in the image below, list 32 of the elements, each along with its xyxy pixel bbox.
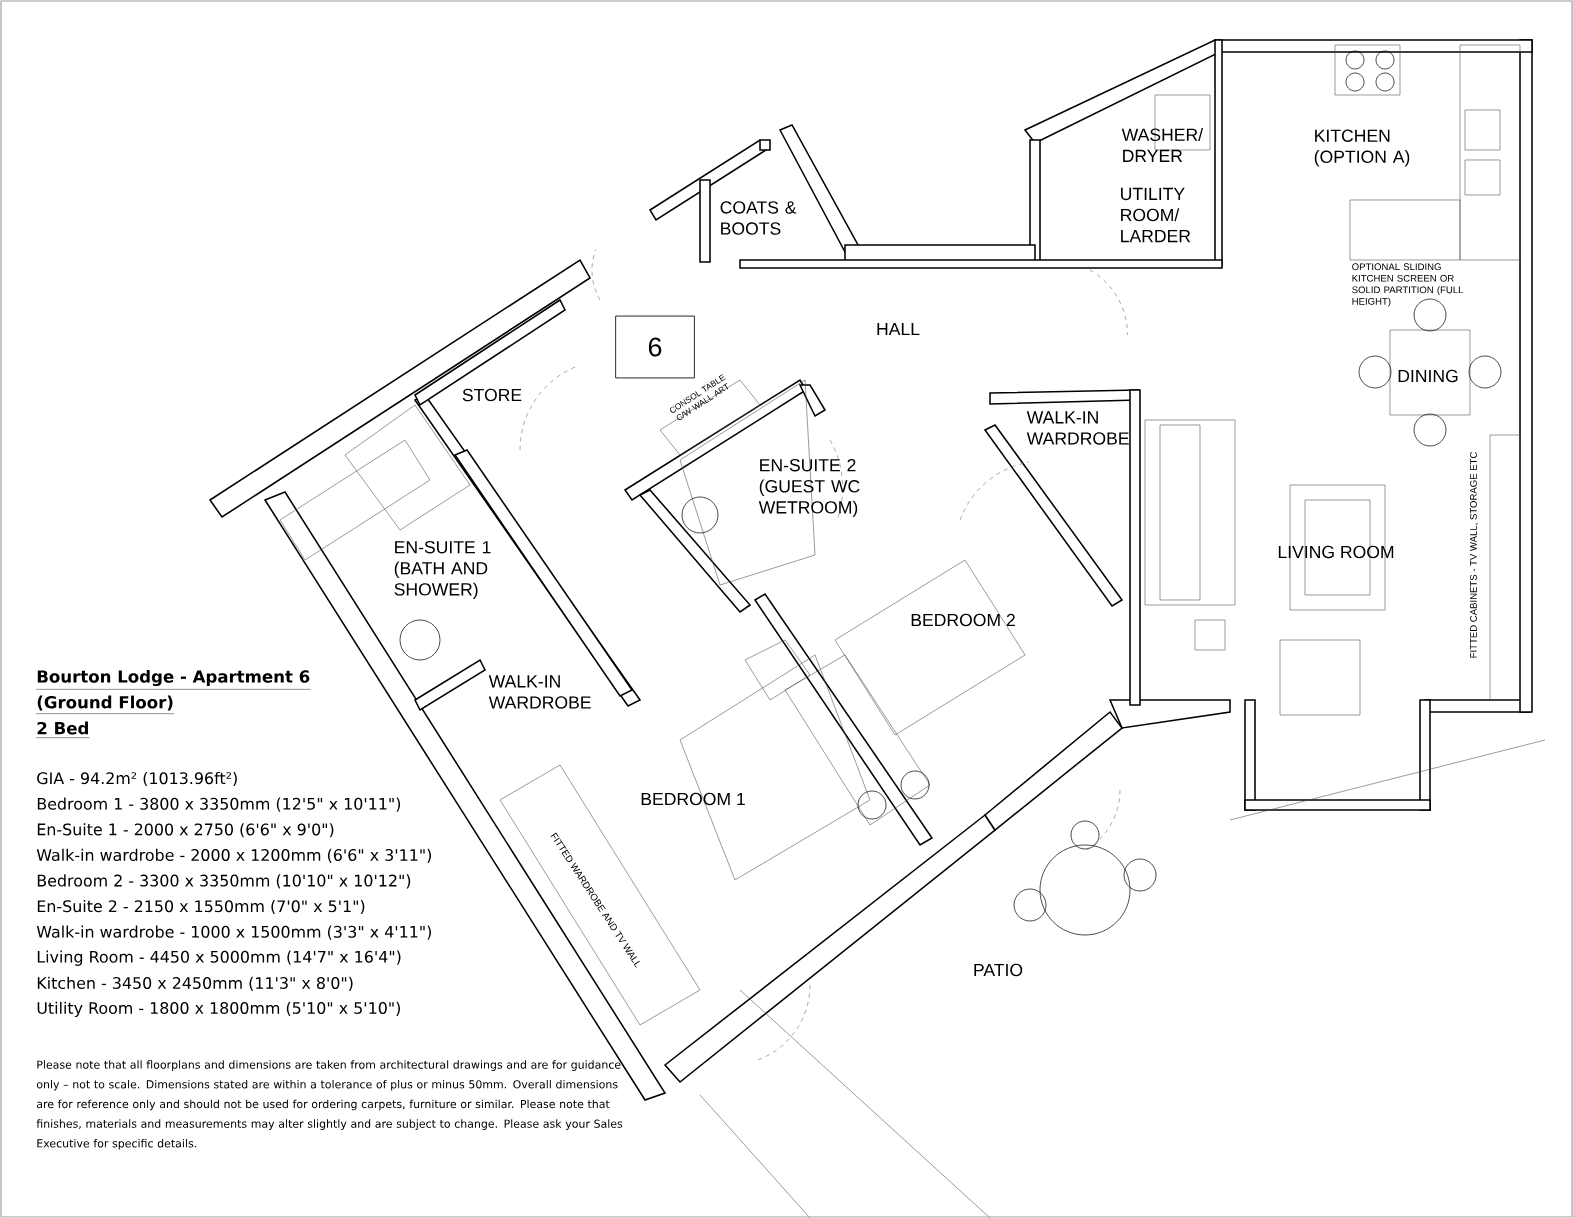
room-label: WALK-IN WARDROBE [1026,411,1129,445]
dimension-text: Walk-in wardrobe - 2000 x 1200mm (6'6" x 3'11") [36,848,431,863]
note-text: FITTED CABINETS - TV WALL, STORAGE ETC [1470,452,1478,658]
room-label: WALK-IN WARDROBE [488,675,591,709]
room-label: UTILITY ROOM/ LARDER [1121,187,1191,243]
heading-text: 2 Bed [35,721,90,739]
dimension-text: GIA - 94.2m² (1013.96ft²) [37,771,237,787]
dimension-text: Utility Room - 1800 x 1800mm (5'10" x 5'10") [37,1001,400,1018]
dimension-text: Bedroom 1 - 3800 x 3350mm (12'5" x 10'11") [37,797,401,812]
room-label: WASHER/ DRYER [1121,128,1204,162]
disclaimer-text: Please note that all floorplans and dimensions are taken from architectural drawings and are for guidance only – not to scale. Dimensions stated are within a tolerance of plus or minus 50mm. Overall dimensions are for reference only and should not be used for ordering carpets, furniture or similar. Please note that finishes, materials and measurements may alter slightly and are subject to change. Please ask your Sales Executive for specific details. [36,1060,623,1150]
heading-text: Bourton Lodge - Apartment 6 [35,669,311,690]
heading-text: (Ground Floor) [35,695,175,715]
dimension-text: Kitchen - 3450 x 2450mm (11'3" x 8'0") [37,976,353,991]
dimension-text: En-Suite 1 - 2000 x 2750 (6'6" x 9'0") [37,823,334,838]
dimension-text: Bedroom 2 - 3300 x 3350mm (10'10" x 10'12") [37,874,411,889]
dimension-text: Walk-in wardrobe - 1000 x 1500mm (3'3" x 4'11") [36,925,431,940]
room-label: STORE [462,388,522,402]
room-label: COATS & BOOTS [720,201,797,235]
room-label: EN-SUITE 1 (BATH AND SHOWER) [394,540,491,600]
note-text: OPTIONAL SLIDING KITCHEN SCREEN OR SOLID PARTITION (FULL HEIGHT) [1352,263,1464,307]
room-label: LIVING ROOM [1278,545,1394,559]
room-label: KITCHEN (OPTION A) [1314,129,1410,167]
dimension-text: Living Room - 4450 x 5000mm (14'7" x 16'4") [37,950,401,966]
room-label: HALL [877,322,920,336]
room-label: DINING [1398,369,1458,383]
dimension-text: En-Suite 2 - 2150 x 1550mm (7'0" x 5'1") [37,899,365,915]
room-label: EN-SUITE 2 (GUEST WC WETROOM) [758,458,860,518]
room-label: BEDROOM 1 [641,792,745,806]
room-label: BEDROOM 2 [911,613,1015,627]
room-label: PATIO [974,963,1023,977]
unit-number-box: 6 [615,315,695,379]
